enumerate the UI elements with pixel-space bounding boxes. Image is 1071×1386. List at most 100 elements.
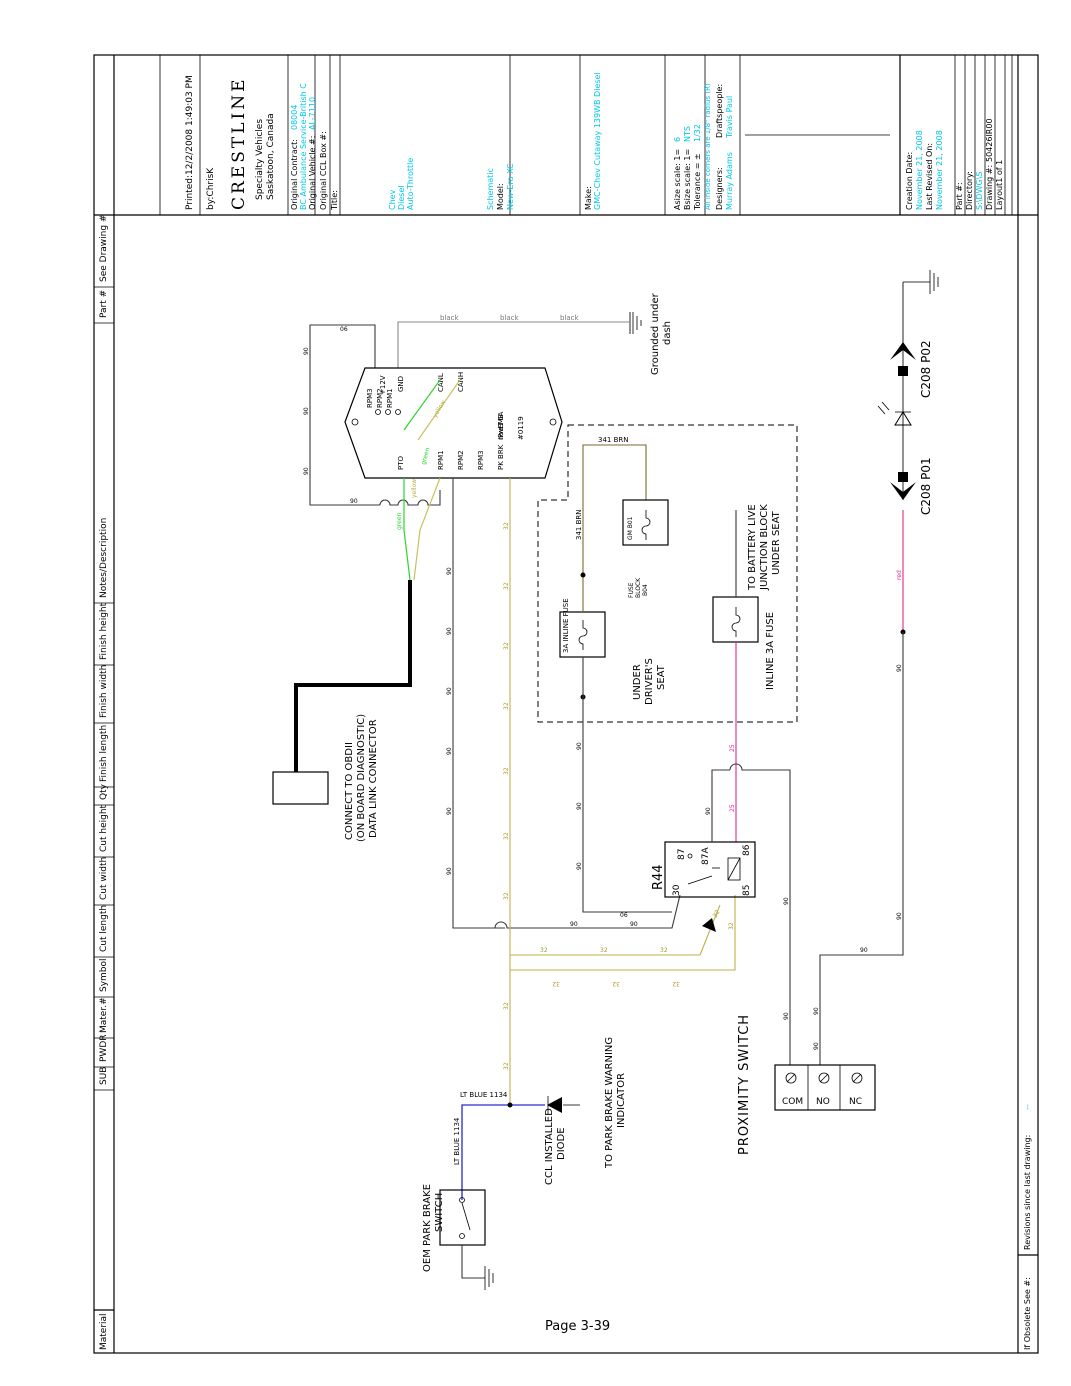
wire-label-90-p: 90 <box>705 807 712 815</box>
title-block: Printed:12/2/2008 1:49:03 PM by:ChrisK C… <box>159 55 1032 1350</box>
cell-cut-height: Cut height <box>99 804 109 852</box>
ground-dash-label2: dash <box>662 321 673 345</box>
wire-label-90-g: 90 <box>446 687 453 695</box>
wire-label-32-m: 32 <box>552 980 560 987</box>
wire-label-32-o: 32 <box>672 980 680 987</box>
fuse-block-label3: B04 <box>642 584 649 596</box>
park-warning-label1: TO PARK BRAKE WARNING <box>604 1037 615 1169</box>
wire-label-32-b: 32 <box>503 582 510 590</box>
wire-label-32-h: 32 <box>503 1002 510 1010</box>
wire-label-32-k: 32 <box>600 947 608 954</box>
last-revised-value: November 21, 2008 <box>935 130 944 210</box>
cell-notes: Notes/Description <box>99 518 109 598</box>
wire-label-32-e: 32 <box>503 767 510 775</box>
wire-label-lt-blue-a: LT BLUE 1134 <box>460 1091 508 1099</box>
wire-label-06-top: 06 <box>340 326 348 333</box>
proximity-switch-label: PROXIMITY SWITCH <box>737 1014 752 1155</box>
under-seat-label1: UNDER <box>632 664 643 700</box>
wire-label-90-o: 90 <box>576 862 583 870</box>
make-value: GMC-Chev Cutaway 139WB Diesel <box>593 72 602 210</box>
cell-part: Part # <box>99 290 109 318</box>
relay-pin-87: 87 <box>677 849 687 860</box>
wire-label-yellow1: yellow <box>411 479 418 498</box>
wire-label-25-a: 25 <box>729 744 736 752</box>
ccl-diode-label2: DIODE <box>556 1127 567 1160</box>
module-pin-rpm2-top: RPM2 <box>376 388 384 408</box>
page-label: Page 3-39 <box>545 1319 610 1334</box>
original-vehicle-value: AL-7110 <box>308 97 317 130</box>
obd-label3: DATA LINK CONNECTOR <box>368 719 379 838</box>
title-line2: Diesel <box>397 185 406 210</box>
drawing-value: 50426IR00 <box>985 118 994 162</box>
title-line3: Auto-Throttle <box>406 158 415 210</box>
directory-value: S:\DWG\S <box>975 171 984 210</box>
wire-label-90-w: 90 <box>813 1042 820 1050</box>
cell-finish-length: Finish length <box>99 725 109 782</box>
inline-3a-fuse <box>712 596 759 643</box>
wire-label-90-b: 90 <box>303 407 310 415</box>
wire-label-green1: green <box>396 512 403 530</box>
module-pin-canl: CANL <box>437 373 445 392</box>
asize-label: Asize scale: 1= <box>673 149 682 210</box>
drawing-label: Drawing #: <box>985 165 994 210</box>
wire-label-green2: green <box>420 447 431 466</box>
wire-label-90-t: 90 <box>896 912 903 920</box>
obd-label1: CONNECT TO OBDII <box>344 742 355 840</box>
park-warning-label2: INDICATOR <box>616 1073 627 1128</box>
designer-value: Murray Adams <box>725 152 734 210</box>
module-pin-rpm3: RPM3 <box>477 450 485 470</box>
wire-label-90-n: 90 <box>576 802 583 810</box>
cell-finish-height: Finish height <box>99 602 109 660</box>
creation-date-label: Creation Date: <box>905 152 914 210</box>
obsolete-label: If Obsolete See #: <box>1023 1277 1032 1350</box>
cell-sub: SUB <box>99 1067 109 1085</box>
ground-dash: Grounded under dash <box>629 292 673 375</box>
all-corners: All inside corners are 1/8" radius (R) <box>704 83 712 210</box>
wire-label-32-l: 32 <box>660 947 668 954</box>
gm-b01-label: GM B01 <box>627 516 634 540</box>
wire-label-90-l: 90 <box>630 921 638 928</box>
directory-label: Directory: <box>965 171 974 210</box>
original-contract-label: Original Contract: <box>290 139 299 210</box>
module-pin-pkbrk: PK BRK <box>497 444 505 470</box>
wire-label-90-m: 90 <box>576 742 583 750</box>
draftspeople-label: Draftspeople: <box>715 84 724 138</box>
ccl-diode-label1: CCL INSTALLED <box>544 1108 555 1185</box>
oem-switch-label2: SWITCH <box>434 1193 445 1232</box>
original-contract-value: 08004 <box>290 105 299 130</box>
cell-symbol: Symbol <box>99 958 109 992</box>
wire-label-90-v: 90 <box>813 1007 820 1015</box>
cell-finish-width: Finish width <box>99 665 109 718</box>
wire-label-90-e: 90 <box>446 567 453 575</box>
creation-date-value: November 21, 2008 <box>915 130 924 210</box>
page-frame <box>93 54 1039 1354</box>
fuse-block-b04 <box>622 499 669 546</box>
model-value: New-Era XC <box>506 163 515 210</box>
original-ccl-box-label: Original CCL Box #: <box>319 131 328 210</box>
module-pin-rpm1-top: RPM1 <box>386 388 394 408</box>
proximity-switch: COM NO NC PROXIMITY SWITCH <box>737 1014 876 1155</box>
schematic: Schematic <box>486 168 495 210</box>
bottom-bar: Material SUB PWDR Mater.# Symbol Cut len… <box>94 215 114 1350</box>
wire-label-90-f: 90 <box>446 627 453 635</box>
wire-label-32-f: 32 <box>503 832 510 840</box>
cell-qty: Qty <box>99 783 109 800</box>
wire-label-32-j: 32 <box>540 947 548 954</box>
wire-label-lt-blue-b: LT BLUE 1134 <box>453 1117 461 1165</box>
wire-label-341-brn-b: 341 BRN <box>575 510 583 541</box>
wire-label-06-relay: 06 <box>620 912 628 919</box>
relay-r44: R44 30 87 87A 86 85 <box>651 841 756 898</box>
cell-cut-length: Cut length <box>99 905 109 952</box>
wire-label-red: red <box>896 570 903 580</box>
relay-pin-85: 85 <box>742 885 752 896</box>
relay-diode-icon <box>702 918 716 932</box>
wire-label-32-c: 32 <box>503 642 510 650</box>
wire-label-341-brn-a: 341 BRN <box>598 436 629 444</box>
printed-date: Printed:12/2/2008 1:49:03 PM <box>185 75 195 210</box>
bsize-value: NTS <box>683 126 692 142</box>
wire-label-32-g: 32 <box>503 892 510 900</box>
ground-right <box>903 270 939 294</box>
fuse-block-label2: BLOCK <box>635 577 642 598</box>
company-line2: Saskatoon, Canada <box>266 113 276 200</box>
inline-3a-fuse-label: INLINE 3A FUSE <box>765 612 776 690</box>
